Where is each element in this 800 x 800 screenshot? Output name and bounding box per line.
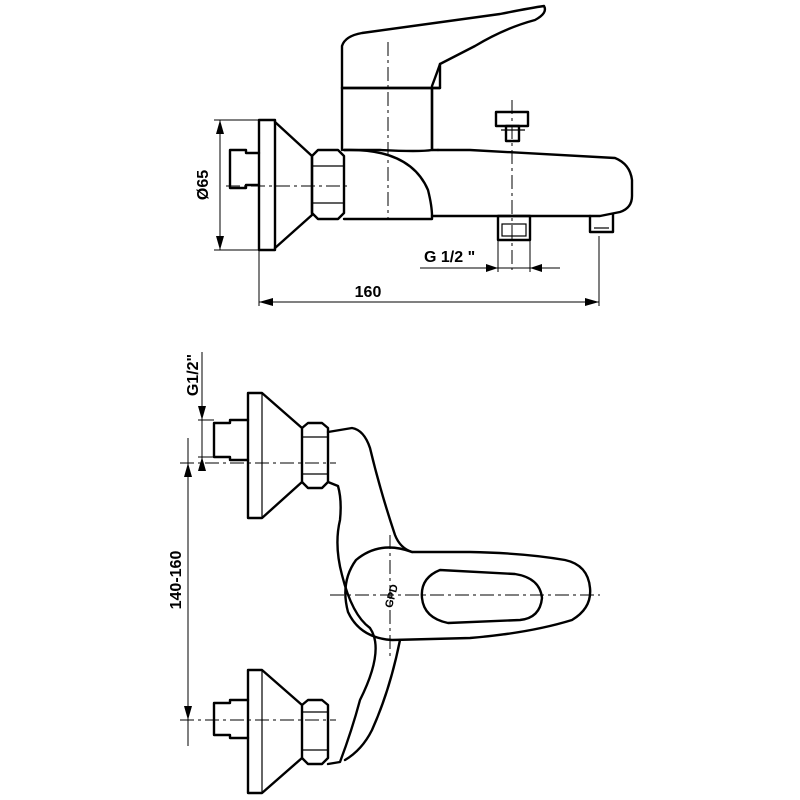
dimension-outlet-thread-label: G 1/2 ": [424, 249, 475, 266]
hex-nut: [310, 148, 346, 221]
dimension-diameter-label: Ø65: [195, 170, 212, 200]
lever-handle-top: [420, 568, 544, 625]
dimension-outlet-thread: G 1/2 ": [420, 240, 560, 272]
brand-logo: GPD: [383, 583, 401, 609]
lower-inlet: [212, 668, 330, 795]
spout-aerator: [588, 212, 615, 234]
inlet-pipe-stub: [228, 148, 261, 190]
dimension-width-label: 160: [355, 284, 382, 301]
dimension-spacing: 140-160: [168, 438, 192, 746]
dimension-inlet-thread: G1/2": [185, 352, 214, 471]
dimension-spacing-label: 140-160: [168, 551, 185, 610]
upper-inlet: [212, 391, 330, 520]
dimension-inlet-thread-label: G1/2": [185, 354, 202, 396]
wall-flange: [257, 118, 314, 252]
side-view: Ø65 G 1/2 " 160: [195, 4, 634, 306]
bottom-outlet: [496, 214, 532, 242]
dimension-diameter: Ø65: [195, 119, 258, 251]
lever-handle: [340, 4, 547, 90]
top-view: GPD G1/2" 140-160: [168, 352, 600, 795]
mixer-body: [340, 62, 634, 221]
dimension-width: 160: [258, 236, 600, 306]
mixer-body-top: [326, 426, 592, 766]
